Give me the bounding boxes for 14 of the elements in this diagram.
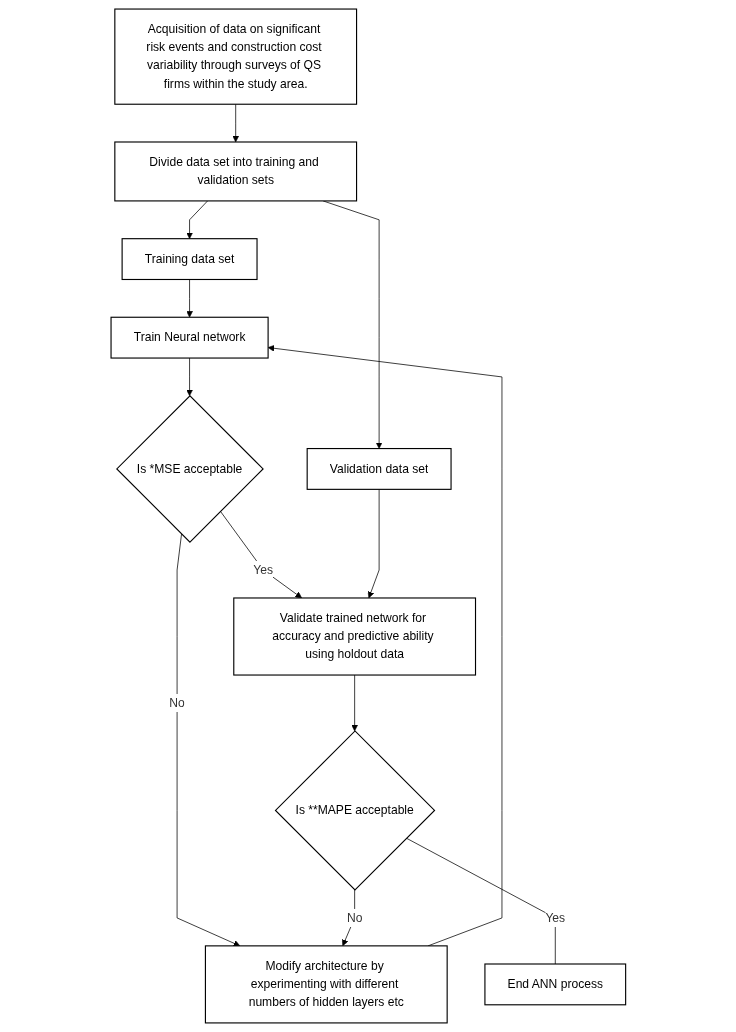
edge-label: No [346, 911, 363, 924]
node-box: Train Neural network [110, 316, 269, 359]
node-box: Divide data set into training and validation sets [113, 141, 357, 202]
node-box: Validate trained network for accuracy and predictive ability using holdout data [232, 597, 476, 676]
node-box: Modify architecture by experimenting with different numbers of hidden layers etc [204, 945, 448, 1024]
node-box: Acquisition of data on significant risk events and construction cost variability through surveys of QS firms within the study area. [113, 8, 357, 105]
node-diamond: Is *MSE acceptable [115, 395, 264, 543]
node-box: Validation data set [306, 448, 452, 490]
node-diamond: Is **MAPE acceptable [274, 730, 435, 891]
node-box: End ANN process [484, 963, 626, 1006]
edge-label: Yes [545, 911, 565, 924]
edge-label: Yes [253, 563, 273, 577]
node-box: Training data set [121, 238, 258, 281]
edge-label: No [169, 696, 185, 710]
